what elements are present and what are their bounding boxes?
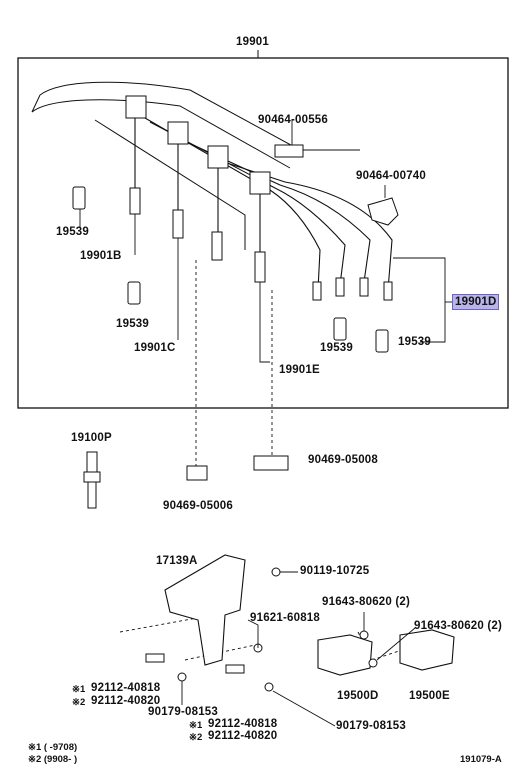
studs-92112 — [145, 653, 245, 674]
hardware-leaders — [181, 571, 416, 727]
label-92112-40820-left: 92112-40820 — [91, 695, 161, 707]
label-90464-00556: 90464-00556 — [258, 114, 328, 126]
label-91643-80620-a: 91643-80620 (2) — [322, 596, 411, 608]
label-17139A: 17139A — [156, 555, 198, 567]
label-92112-40818-left: 92112-40818 — [91, 682, 161, 694]
ignition-wires — [134, 115, 393, 291]
spark-plug-19100P — [83, 451, 101, 509]
clamp-90469 — [186, 455, 289, 481]
wire-clamps — [274, 144, 399, 226]
label-90179-08153-b: 90179-08153 — [336, 720, 406, 732]
label-19500D: 19500D — [337, 690, 379, 702]
label-90119-10725: 90119-10725 — [300, 565, 370, 577]
label-19901E: 19901E — [279, 364, 320, 376]
diagram-id: 191079-A — [460, 754, 502, 765]
label-19901: 19901 — [236, 36, 269, 48]
label-19539-c: 19539 — [320, 342, 353, 354]
label-19539-b: 19539 — [116, 318, 149, 330]
label-19539-a: 19539 — [56, 226, 89, 238]
boot-19539-parts — [72, 186, 389, 353]
mark-1-bottom: ※1 — [189, 720, 203, 731]
label-90464-00740: 90464-00740 — [356, 170, 426, 182]
label-19901D-highlighted[interactable]: 19901D — [452, 294, 500, 310]
bracket-17139A — [164, 554, 246, 666]
ignition-coils — [317, 629, 455, 676]
label-19500E: 19500E — [409, 690, 450, 702]
label-19901C: 19901C — [134, 342, 176, 354]
label-19539-d: 19539 — [398, 336, 431, 348]
note-1: ※1 ( -9708) — [28, 742, 78, 753]
mark-2-bottom: ※2 — [189, 732, 203, 743]
label-19901B: 19901B — [80, 250, 122, 262]
label-90469-05008: 90469-05008 — [308, 454, 378, 466]
label-19100P: 19100P — [71, 432, 112, 444]
label-92112-40820-bottom: 92112-40820 — [208, 730, 278, 742]
note-2: ※2 (9908- ) — [28, 754, 78, 765]
label-91643-80620-b: 91643-80620 (2) — [414, 620, 503, 632]
label-90179-08153-a: 90179-08153 — [148, 706, 218, 718]
label-91621-60818: 91621-60818 — [250, 612, 320, 624]
leader-lines — [79, 120, 452, 363]
mark-1-left: ※1 — [72, 684, 86, 695]
label-90469-05006: 90469-05006 — [163, 500, 233, 512]
plug-ends — [129, 187, 393, 301]
assembly-frame — [17, 57, 509, 409]
plug-boots-top — [125, 95, 271, 195]
engine-head-outline — [31, 81, 360, 250]
mark-2-left: ※2 — [72, 697, 86, 708]
label-92112-40818-bottom: 92112-40818 — [208, 718, 278, 730]
